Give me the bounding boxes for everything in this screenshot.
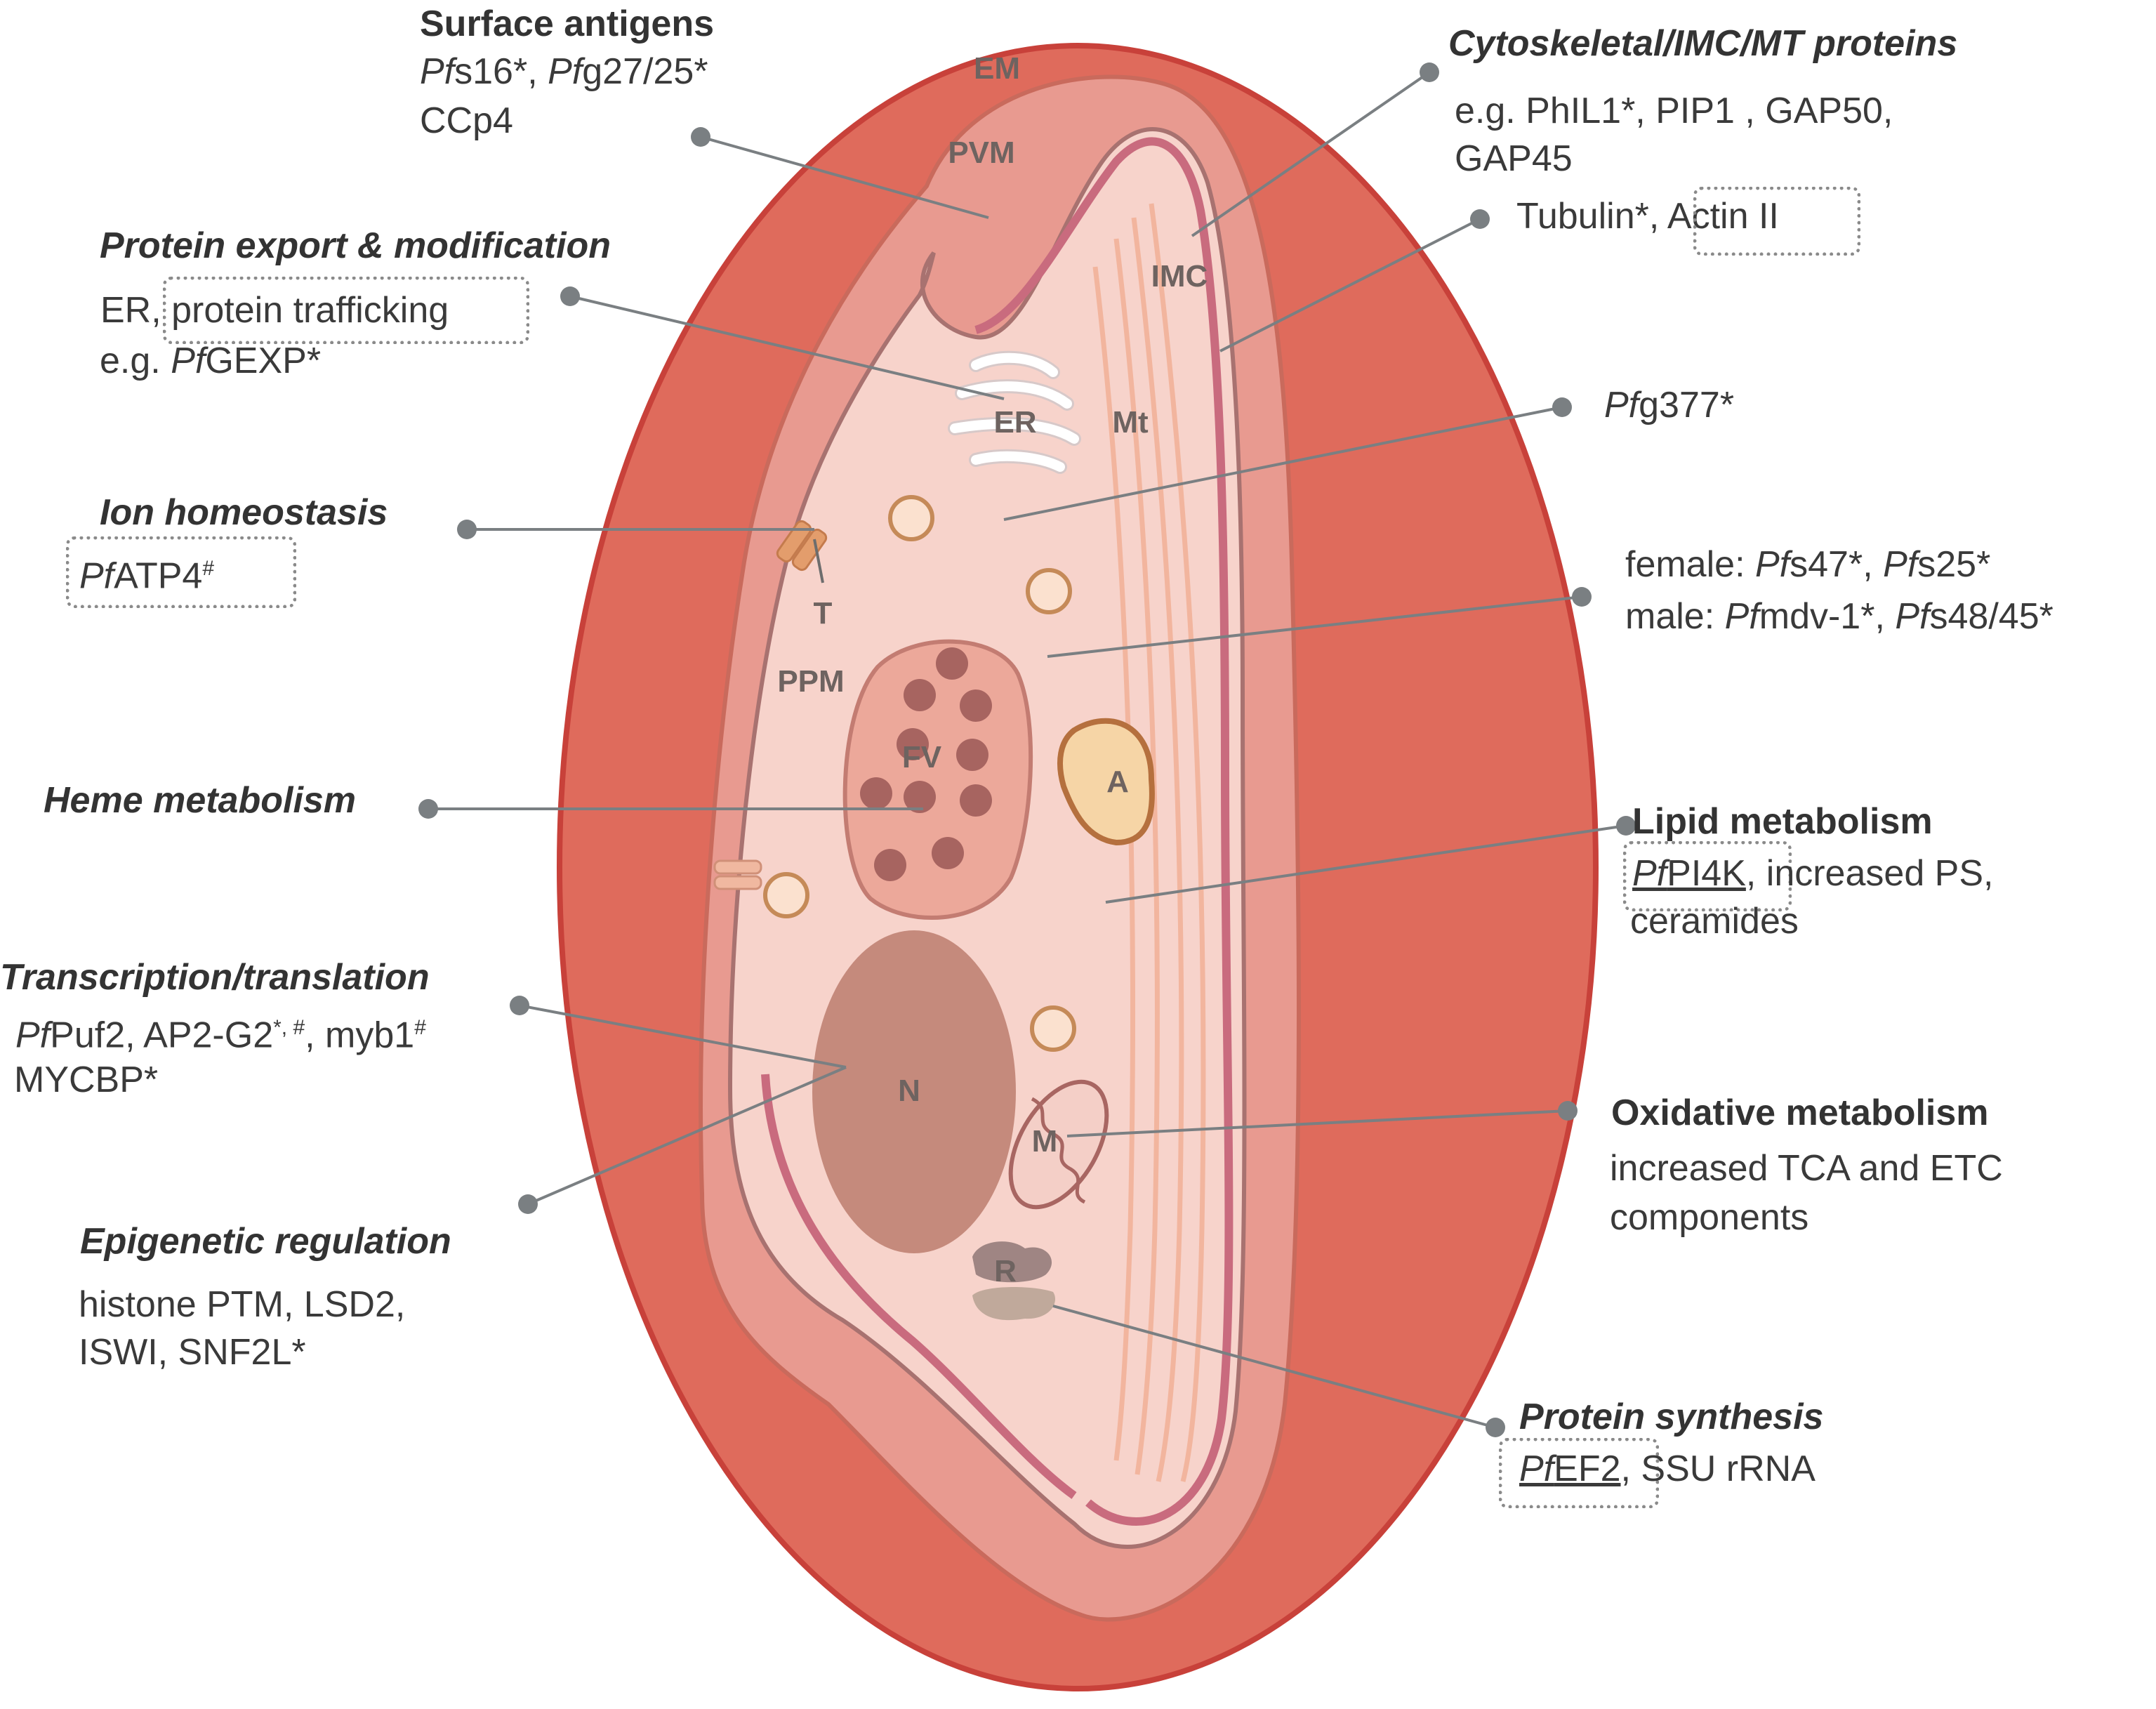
surface-antigens-title: Surface antigens (420, 4, 715, 44)
ef2-box (1499, 1438, 1659, 1508)
epigenetic-line1: histone PTM, LSD2, (79, 1284, 406, 1325)
epigenetic-title: Epigenetic regulation (80, 1221, 451, 1262)
pi4k-prefix: Pf (1632, 853, 1667, 894)
ef2-suffix: EF2 (1554, 1449, 1621, 1489)
actin-box (1693, 187, 1860, 256)
cytoskeletal-line2: GAP45 (1455, 138, 1573, 179)
surface-antigens-line2: CCp4 (420, 100, 513, 141)
ion-homeostasis-title: Ion homeostasis (100, 492, 388, 533)
label-m: M (1032, 1124, 1058, 1159)
er-organelle (948, 350, 1081, 474)
pfg377-text: Pfg377* (1604, 383, 1734, 428)
label-r: R (994, 1254, 1017, 1288)
surface-antigens-line1: Pfs16*, Pfg27/25* (420, 49, 708, 94)
label-fv: FV (902, 740, 942, 774)
puf2-suffix: Puf2, AP2-G2 (50, 1015, 274, 1056)
oxidative-title: Oxidative metabolism (1611, 1093, 1989, 1133)
pfs47-suffix: s47*, (1790, 544, 1884, 585)
pfg377-prefix: Pf (1604, 385, 1639, 425)
mdv-prefix: Pf (1724, 596, 1759, 637)
trafficking-box (163, 277, 529, 344)
hemozoin-crystals (860, 647, 992, 881)
label-mt: Mt (1112, 405, 1149, 440)
oxidative-line2: components (1610, 1197, 1809, 1238)
cytoskeletal-line1: e.g. PhIL1*, PIP1 , GAP50, (1455, 91, 1893, 131)
protein-export-line2: e.g. PfGEXP* (100, 338, 321, 383)
trafficking-text: protein trafficking (171, 290, 449, 331)
label-t: T (814, 596, 833, 631)
atp4-box (66, 536, 296, 608)
mdv-suffix: mdv-1*, (1759, 596, 1896, 637)
puf2-prefix: Pf (15, 1015, 51, 1056)
actin-label: Actin II (1667, 196, 1779, 237)
pi4k-suffix: PI4K (1667, 853, 1746, 894)
protein-export-line1: ER, protein trafficking (100, 288, 449, 333)
transcription-line2: MYCBP* (14, 1060, 159, 1100)
pfs47-prefix: Pf (1754, 544, 1790, 585)
protein-synthesis-title: Protein synthesis (1519, 1397, 1824, 1437)
vesicles (763, 495, 1076, 1052)
label-ppm: PPM (777, 664, 844, 699)
pi4k-box (1623, 841, 1792, 911)
membrane-protein (713, 859, 762, 890)
label-pvm: PVM (948, 136, 1014, 170)
transcription-title: Transcription/translation (0, 957, 430, 998)
pfs25-prefix: Pf (1883, 544, 1918, 585)
female-label: female: (1625, 544, 1755, 585)
apicoplast (1057, 718, 1155, 846)
pfg377-suffix: g377* (1639, 385, 1735, 425)
leader-lines (418, 62, 1636, 1437)
synthesis-rest: , SSU rRNA (1620, 1449, 1816, 1489)
atp4-suffix: ATP4 (114, 555, 203, 597)
pfg27-suffix: g27/25* (582, 51, 708, 92)
pfs48-suffix: s48/45* (1929, 596, 2054, 637)
gexp-suffix: GEXP* (205, 341, 322, 381)
imc-membrane-lower (761, 1074, 1077, 1499)
synthesis-line1: PfEF2, SSU rRNA (1519, 1446, 1816, 1491)
pfs16-prefix: Pf (420, 51, 455, 92)
atp4-prefix: Pf (79, 555, 114, 597)
ef2-prefix: Pf (1519, 1449, 1554, 1489)
gexp-prefix: Pf (171, 341, 206, 381)
male-label: male: (1625, 596, 1725, 637)
transcription-line1: PfPuf2, AP2-G2*, #, myb1# (15, 1005, 426, 1057)
pfs25-suffix: s25* (1917, 544, 1991, 585)
lipid-line1: PfPI4K, increased PS, (1632, 851, 1994, 896)
er-text: ER, (100, 290, 161, 331)
pfs16-suffix: s16*, (454, 51, 548, 92)
epigenetic-line2: ISWI, SNF2L* (79, 1332, 306, 1373)
tubulin-label: Tubulin*, (1516, 196, 1660, 237)
ap2-superscript: *, # (273, 1016, 305, 1039)
label-er: ER (993, 405, 1036, 440)
mitochondrion (1008, 1079, 1109, 1210)
imc-membrane (974, 137, 1234, 1526)
pfs48-prefix: Pf (1895, 596, 1930, 637)
male-markers: male: Pfmdv-1*, Pfs48/45* (1625, 594, 2054, 639)
transporter (776, 520, 828, 583)
myb1-text: , myb1 (305, 1015, 415, 1056)
lipid-rest: , increased PS, (1745, 853, 1994, 894)
tubulin-text: Tubulin*, Actin II (1516, 194, 1779, 239)
nucleus (812, 930, 1016, 1253)
pfg27-prefix: Pf (548, 51, 583, 92)
protein-export-title: Protein export & modification (100, 225, 611, 266)
lipid-metabolism-title: Lipid metabolism (1632, 801, 1933, 842)
myb1-superscript: # (414, 1016, 426, 1039)
label-imc: IMC (1151, 259, 1208, 293)
heme-metabolism-title: Heme metabolism (44, 780, 357, 821)
female-markers: female: Pfs47*, Pfs25* (1625, 542, 1990, 587)
oxidative-line1: increased TCA and ETC (1610, 1148, 2003, 1189)
lipid-line2: ceramides (1630, 901, 1799, 942)
label-em: EM (974, 51, 1020, 86)
atp4-text: PfATP4# (79, 546, 214, 598)
label-n: N (898, 1074, 920, 1108)
atp4-superscript: # (202, 557, 215, 580)
ribosome (972, 1241, 1056, 1321)
cytoskeletal-title: Cytoskeletal/IMC/MT proteins (1448, 23, 1958, 64)
label-a: A (1106, 765, 1129, 799)
microtubules (1092, 203, 1206, 1482)
eg-text: e.g. (100, 341, 171, 381)
